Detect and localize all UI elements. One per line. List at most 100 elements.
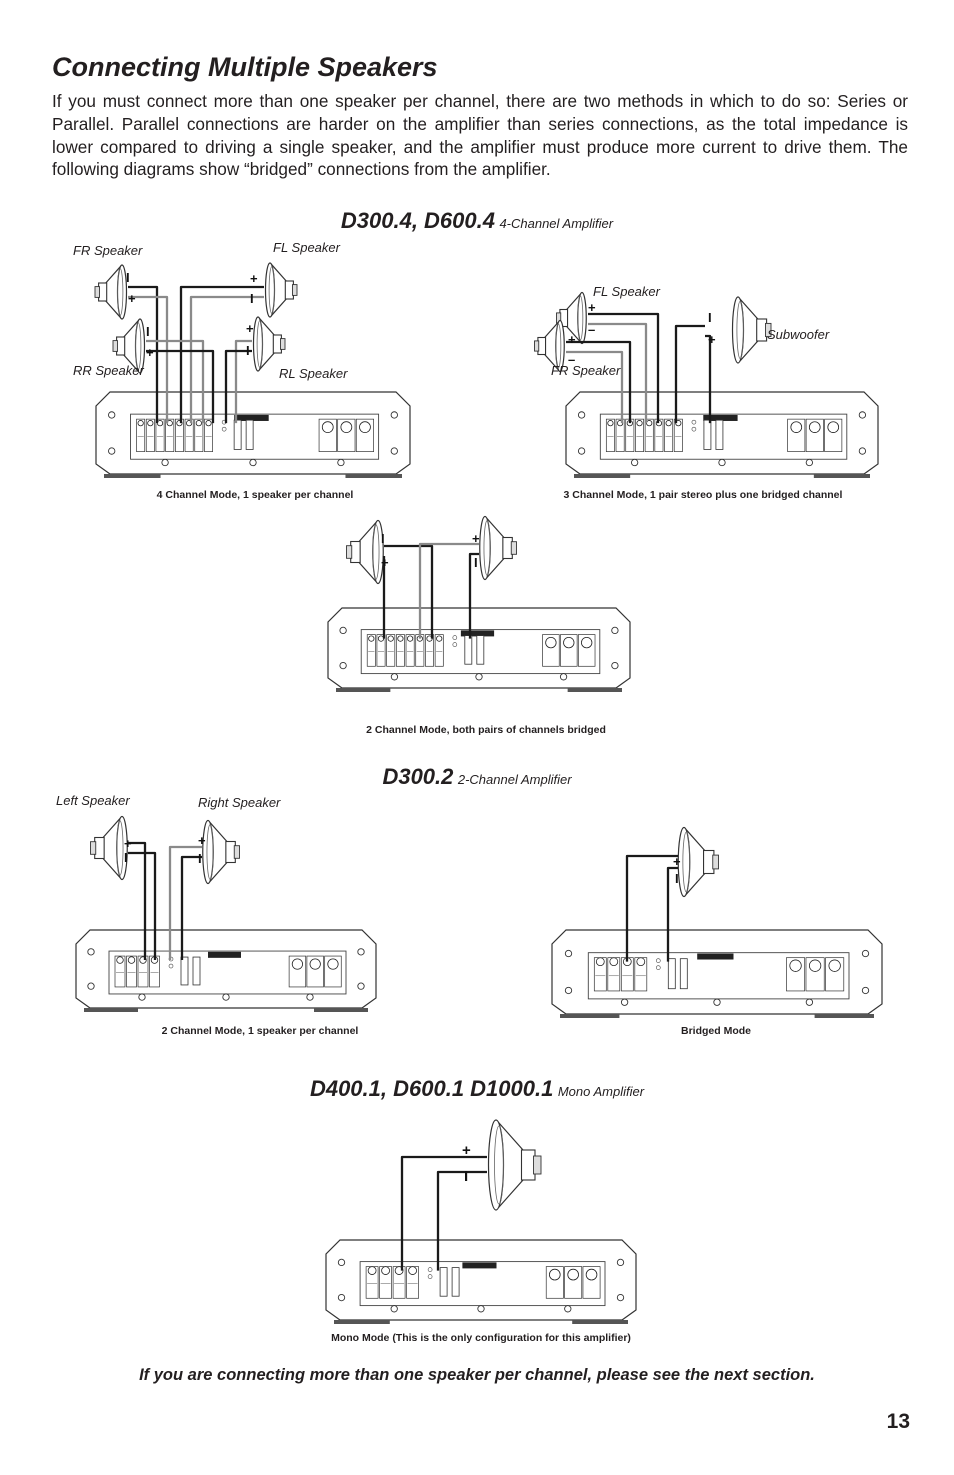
caption-mono-mode: Mono Mode (This is the only configuratio… <box>331 1332 631 1344</box>
plus-sign: + <box>472 531 480 546</box>
screw <box>306 993 314 1001</box>
fr-speaker-3ch-icon <box>534 319 565 373</box>
screw <box>337 1258 346 1267</box>
brand-badge <box>208 951 241 958</box>
minus-sign: I <box>126 270 130 285</box>
fuse <box>476 635 485 665</box>
speaker-wire <box>128 285 159 424</box>
fuse <box>192 956 201 986</box>
terminal-screw <box>436 635 443 642</box>
screw <box>861 986 870 995</box>
page-number: 13 <box>886 1410 910 1433</box>
plus-sign: + <box>124 836 132 851</box>
screw <box>108 447 116 455</box>
label-rl-speaker: RL Speaker <box>279 366 348 381</box>
plus-sign: + <box>198 833 206 848</box>
label-fr-speaker: FR Speaker <box>73 243 143 258</box>
screw <box>339 626 347 635</box>
left-speaker-icon <box>90 815 128 881</box>
screw <box>718 458 726 467</box>
power-led <box>691 419 697 425</box>
power-terminal <box>808 421 821 433</box>
amp-type: 2-Channel Amplifier <box>457 772 572 787</box>
screw <box>620 998 629 1006</box>
terminal-screw <box>397 635 404 642</box>
terminal-screw <box>665 420 672 427</box>
speaker-wire <box>234 339 252 424</box>
brand-badge <box>703 414 738 421</box>
power-terminal <box>567 1268 579 1281</box>
amplifier-3ch-mode <box>565 391 879 478</box>
screw <box>87 948 95 956</box>
protect-led <box>168 963 174 969</box>
screw <box>87 982 95 990</box>
plus-sign: + <box>568 332 576 347</box>
section-heading-2ch: D300.2 2-Channel Amplifier <box>0 764 954 790</box>
bridged-speaker-icon <box>677 826 719 898</box>
speaker-wire <box>588 312 660 424</box>
screw <box>390 447 398 455</box>
fuse <box>439 1267 448 1297</box>
label-fl-speaker-3ch: FL Speaker <box>593 284 660 299</box>
terminal-screw <box>636 420 643 427</box>
fuse <box>667 958 676 990</box>
screw <box>475 673 483 681</box>
fuse <box>180 956 189 986</box>
speaker-wire <box>566 350 624 424</box>
plus-sign: + <box>246 321 254 336</box>
plus-sign: + <box>588 300 596 315</box>
power-terminal <box>291 958 304 970</box>
speaker-wire <box>418 542 479 639</box>
protect-led <box>221 426 227 432</box>
power-terminal <box>340 421 353 433</box>
terminal-screw <box>368 635 375 642</box>
minus-sign: I <box>381 531 385 546</box>
speaker-wire <box>588 322 648 424</box>
intro-paragraph: If you must connect more than one speake… <box>52 91 908 180</box>
rr-speaker-icon <box>112 318 146 374</box>
amplifier-2ch-mode <box>75 929 377 1012</box>
speaker-wire <box>128 841 147 961</box>
plus-sign: + <box>146 345 154 360</box>
model-name: D300.4, D600.4 <box>340 208 495 233</box>
speaker-wire <box>224 349 252 424</box>
terminal-screw <box>381 1266 390 1275</box>
protect-led <box>691 426 697 432</box>
screw <box>611 626 619 635</box>
fl-speaker-3ch-icon <box>556 291 587 345</box>
terminal-screw <box>195 420 202 427</box>
speaker-wire <box>705 334 712 424</box>
terminal-screw <box>646 420 653 427</box>
amplifier-2ch-bridged <box>327 607 631 692</box>
power-terminal <box>585 1268 598 1281</box>
brand-badge <box>462 1262 497 1269</box>
minus-sign: – <box>588 322 595 337</box>
speaker-wire <box>146 339 205 424</box>
footer-note: If you are connecting more than one spea… <box>139 1366 815 1384</box>
speaker-wire <box>384 544 434 639</box>
plus-sign: + <box>673 854 681 869</box>
fuse <box>451 1267 460 1297</box>
screw <box>337 1293 346 1302</box>
terminal-screw <box>116 956 124 964</box>
speaker-wire <box>179 285 264 424</box>
power-terminal <box>827 421 840 433</box>
power-terminal <box>789 959 802 972</box>
speaker-wire <box>468 552 479 639</box>
screw <box>357 982 365 990</box>
speaker-wire <box>168 845 202 961</box>
screw <box>630 458 639 467</box>
right-bridged-speaker-icon <box>479 515 517 581</box>
terminal-screw <box>137 420 144 427</box>
screw <box>390 1305 398 1313</box>
speaker-wire <box>566 340 632 424</box>
screw <box>611 661 619 670</box>
terminal-screw <box>387 635 394 642</box>
minus-sign: I <box>675 871 679 886</box>
plus-sign: + <box>462 1142 471 1159</box>
plus-sign: + <box>708 332 716 347</box>
power-terminal <box>549 1268 561 1281</box>
power-led <box>427 1267 433 1272</box>
power-terminal <box>309 958 321 970</box>
page-title: Connecting Multiple Speakers <box>52 52 438 82</box>
